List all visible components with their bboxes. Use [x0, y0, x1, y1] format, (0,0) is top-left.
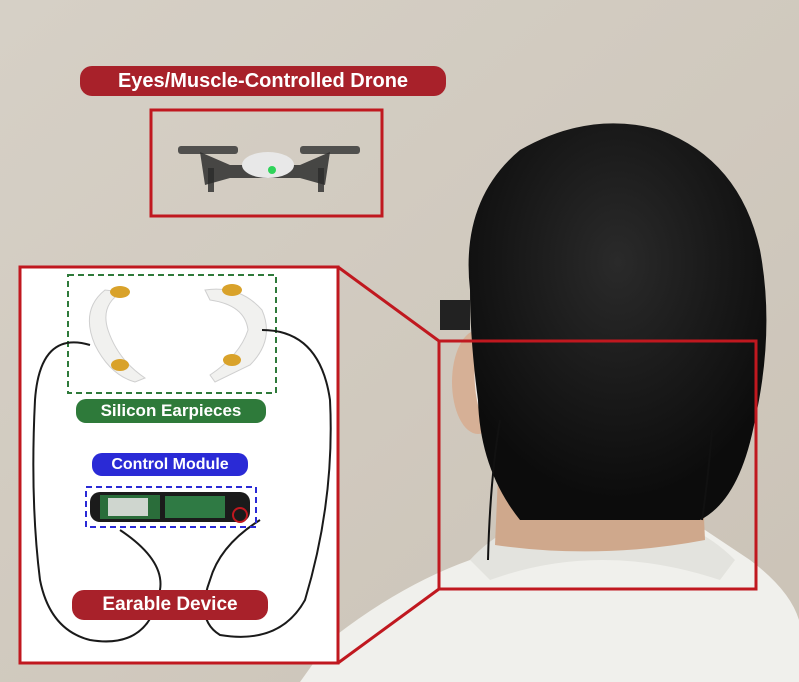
control-module-label: Control Module [92, 453, 248, 476]
glasses-arm [440, 300, 470, 330]
inset-cable-left [32, 341, 162, 643]
earable-device-label: Earable Device [72, 590, 268, 620]
silicon-earpieces [88, 284, 267, 383]
zoom-connector-top [337, 265, 440, 343]
person-cable-left [487, 419, 501, 561]
zoom-connector-bottom [337, 587, 440, 665]
drone-highlight-box [149, 108, 384, 218]
earpieces-box [67, 274, 277, 394]
earpieces-label: Silicon Earpieces [76, 399, 266, 423]
control-module-box [85, 486, 257, 528]
drone-image [178, 146, 360, 192]
inset-cable-right [203, 329, 332, 638]
person-cable-right [701, 429, 713, 521]
control-module-board [90, 492, 250, 523]
drone-label: Eyes/Muscle-Controlled Drone [80, 66, 446, 96]
ear-highlight-box [437, 339, 758, 591]
person-hair [468, 123, 767, 521]
